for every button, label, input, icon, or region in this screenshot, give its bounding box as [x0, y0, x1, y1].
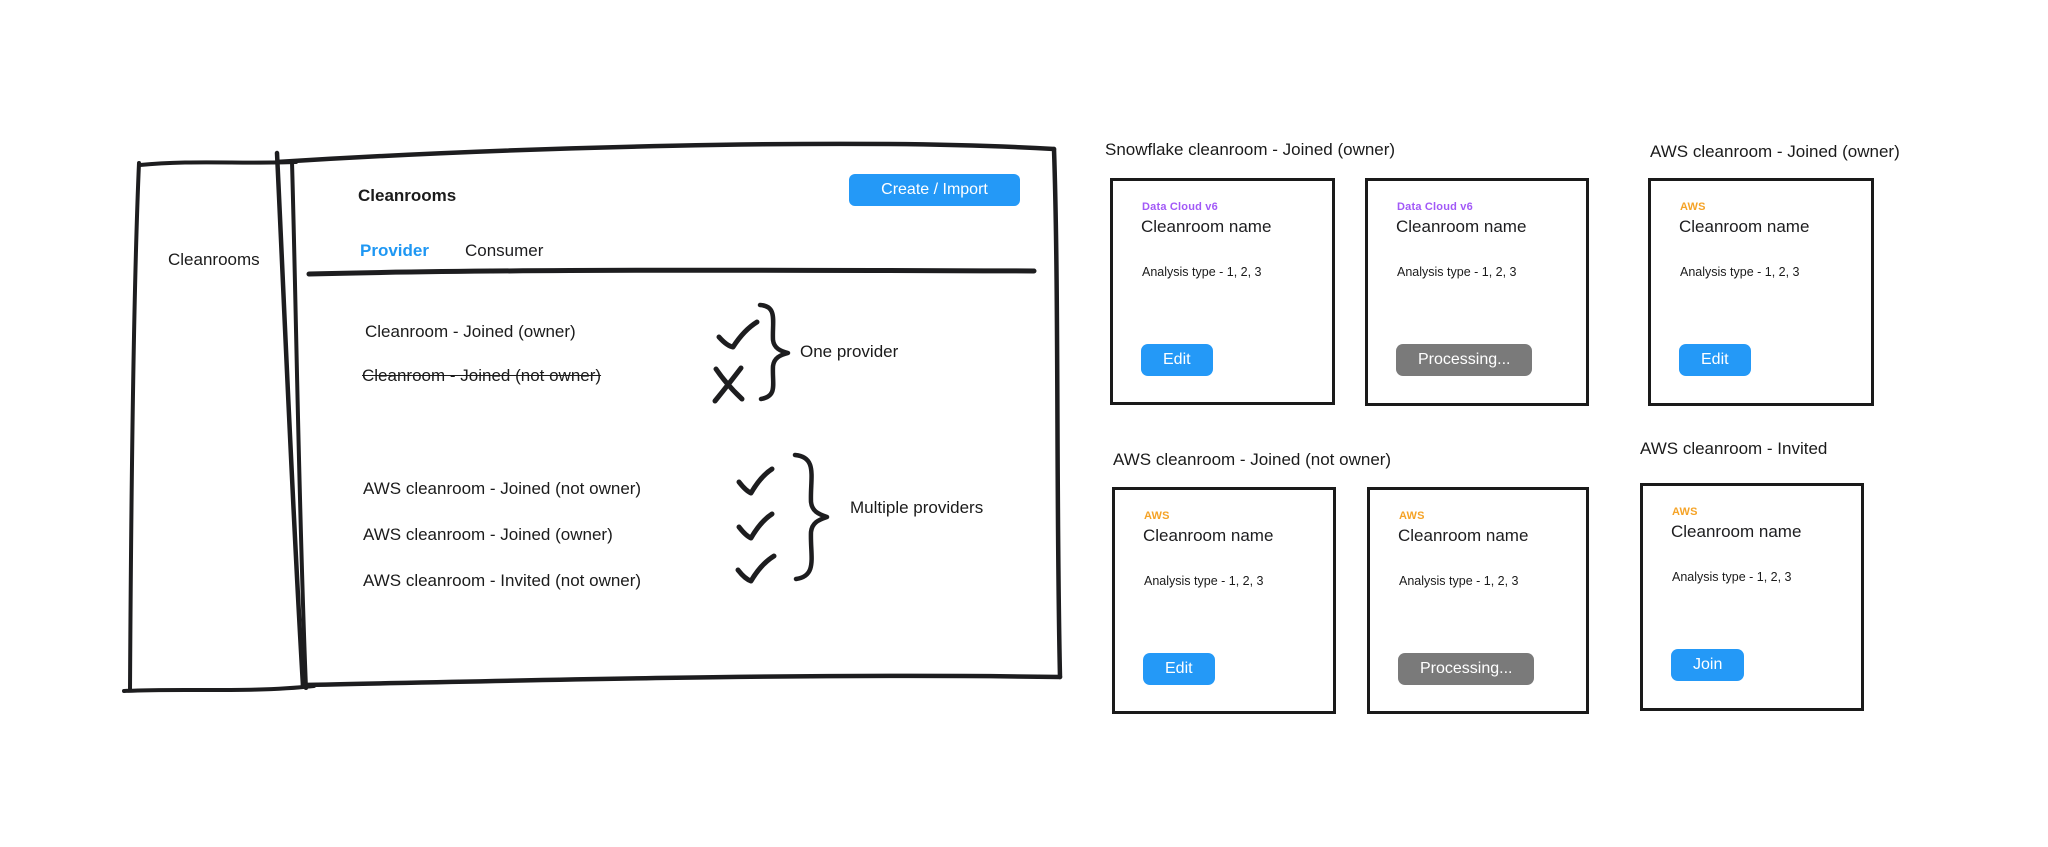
- check-icon: [716, 319, 760, 350]
- processing-button[interactable]: Processing...: [1396, 344, 1533, 376]
- provider-badge: AWS: [1672, 506, 1698, 518]
- cleanroom-card-aws-not-owner-edit[interactable]: AWS Cleanroom name Analysis type - 1, 2,…: [1112, 487, 1336, 714]
- list-item-aws-invited-not-owner: AWS cleanroom - Invited (not owner): [363, 571, 642, 590]
- analysis-type: Analysis type - 1, 2, 3: [1144, 574, 1264, 588]
- cleanroom-card-aws-invited-join[interactable]: AWS Cleanroom name Analysis type - 1, 2,…: [1640, 483, 1864, 711]
- analysis-type: Analysis type - 1, 2, 3: [1142, 265, 1262, 279]
- provider-badge: Data Cloud v6: [1142, 201, 1218, 213]
- group-heading-aws-joined-not-owner: AWS cleanroom - Joined (not owner): [1113, 450, 1392, 469]
- cleanroom-name: Cleanroom name: [1398, 526, 1529, 545]
- multiple-providers-brace: [792, 452, 830, 582]
- page-title: Cleanrooms: [358, 186, 457, 205]
- check-icon: [736, 511, 775, 541]
- cleanroom-card-aws-owner-edit[interactable]: AWS Cleanroom name Analysis type - 1, 2,…: [1648, 178, 1874, 406]
- main-panel-box: [274, 141, 1063, 689]
- list-item-joined-not-owner: Cleanroom - Joined (not owner): [362, 366, 602, 385]
- analysis-type: Analysis type - 1, 2, 3: [1672, 570, 1792, 584]
- list-item-aws-joined-not-owner: AWS cleanroom - Joined (not owner): [363, 479, 642, 498]
- cleanroom-name: Cleanroom name: [1143, 526, 1274, 545]
- create-import-button[interactable]: Create / Import: [849, 174, 1020, 206]
- processing-button[interactable]: Processing...: [1398, 653, 1535, 685]
- edit-button[interactable]: Edit: [1679, 344, 1751, 376]
- analysis-type: Analysis type - 1, 2, 3: [1397, 265, 1517, 279]
- multiple-providers-label: Multiple providers: [850, 498, 984, 517]
- join-button[interactable]: Join: [1671, 649, 1745, 681]
- edit-button[interactable]: Edit: [1141, 344, 1213, 376]
- provider-badge: Data Cloud v6: [1397, 201, 1473, 213]
- sidebar-box: [122, 160, 316, 693]
- provider-badge: AWS: [1680, 201, 1706, 213]
- list-item-joined-owner: Cleanroom - Joined (owner): [365, 322, 576, 341]
- cleanroom-card-snowflake-edit[interactable]: Data Cloud v6 Cleanroom name Analysis ty…: [1110, 178, 1335, 405]
- cleanroom-card-aws-not-owner-processing[interactable]: AWS Cleanroom name Analysis type - 1, 2,…: [1367, 487, 1589, 714]
- cleanroom-card-snowflake-processing[interactable]: Data Cloud v6 Cleanroom name Analysis ty…: [1365, 178, 1589, 406]
- cleanroom-name: Cleanroom name: [1141, 217, 1272, 236]
- tab-provider[interactable]: Provider: [360, 241, 429, 260]
- one-provider-brace: [757, 302, 791, 402]
- cleanroom-name: Cleanroom name: [1396, 217, 1527, 236]
- list-item-aws-joined-owner: AWS cleanroom - Joined (owner): [363, 525, 613, 544]
- x-icon: [712, 365, 745, 404]
- one-provider-label: One provider: [800, 342, 899, 361]
- check-icon: [736, 466, 775, 496]
- tab-consumer[interactable]: Consumer: [465, 241, 544, 260]
- provider-badge: AWS: [1144, 510, 1170, 522]
- group-heading-aws-joined-owner: AWS cleanroom - Joined (owner): [1650, 142, 1900, 161]
- cleanroom-name: Cleanroom name: [1671, 522, 1802, 541]
- tab-divider: [306, 267, 1037, 277]
- edit-button[interactable]: Edit: [1143, 653, 1215, 685]
- group-heading-aws-invited: AWS cleanroom - Invited: [1640, 439, 1828, 458]
- group-heading-snowflake-joined-owner: Snowflake cleanroom - Joined (owner): [1105, 140, 1396, 159]
- analysis-type: Analysis type - 1, 2, 3: [1399, 574, 1519, 588]
- sidebar-item-cleanrooms[interactable]: Cleanrooms: [168, 250, 260, 269]
- check-icon: [735, 553, 777, 584]
- provider-badge: AWS: [1399, 510, 1425, 522]
- analysis-type: Analysis type - 1, 2, 3: [1680, 265, 1800, 279]
- cleanroom-name: Cleanroom name: [1679, 217, 1810, 236]
